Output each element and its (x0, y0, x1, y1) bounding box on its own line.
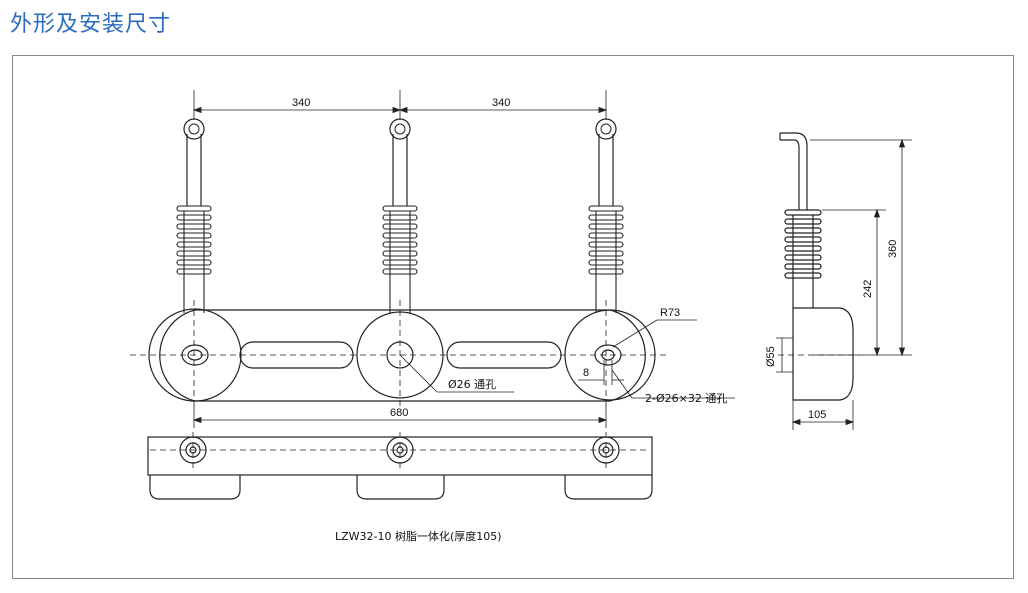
drawing-caption: LZW32-10 树脂一体化(厚度105) (335, 529, 502, 543)
dimension-top (192, 90, 608, 120)
dim-slot-offset: 8 (583, 367, 589, 379)
leader-slot (578, 360, 735, 399)
leader-hole (399, 354, 514, 393)
insulator-right (588, 118, 624, 314)
insulator-left (176, 118, 212, 314)
side-view (779, 132, 854, 401)
dimension-680 (192, 405, 608, 428)
insulator-center (382, 118, 418, 314)
leader-r73 (612, 319, 697, 348)
dim-height-total: 360 (887, 240, 899, 258)
plan-center-lines (150, 432, 650, 468)
dim-hole: Ø26 通孔 (448, 378, 496, 391)
dim-depth: 105 (808, 409, 826, 421)
side-dimensions (776, 138, 912, 430)
page-title: 外形及安装尺寸 (10, 12, 172, 37)
dim-radius: R73 (660, 307, 680, 319)
dim-diameter: Ø55 (765, 346, 777, 367)
dim-height-shed: 242 (862, 280, 874, 298)
dim-spacing-left: 340 (292, 97, 310, 109)
drawing-frame (12, 55, 1014, 579)
dim-total-width: 680 (390, 407, 408, 419)
dim-spacing-right: 340 (492, 97, 510, 109)
dim-slot: 2-Ø26×32 通孔 (645, 392, 727, 405)
